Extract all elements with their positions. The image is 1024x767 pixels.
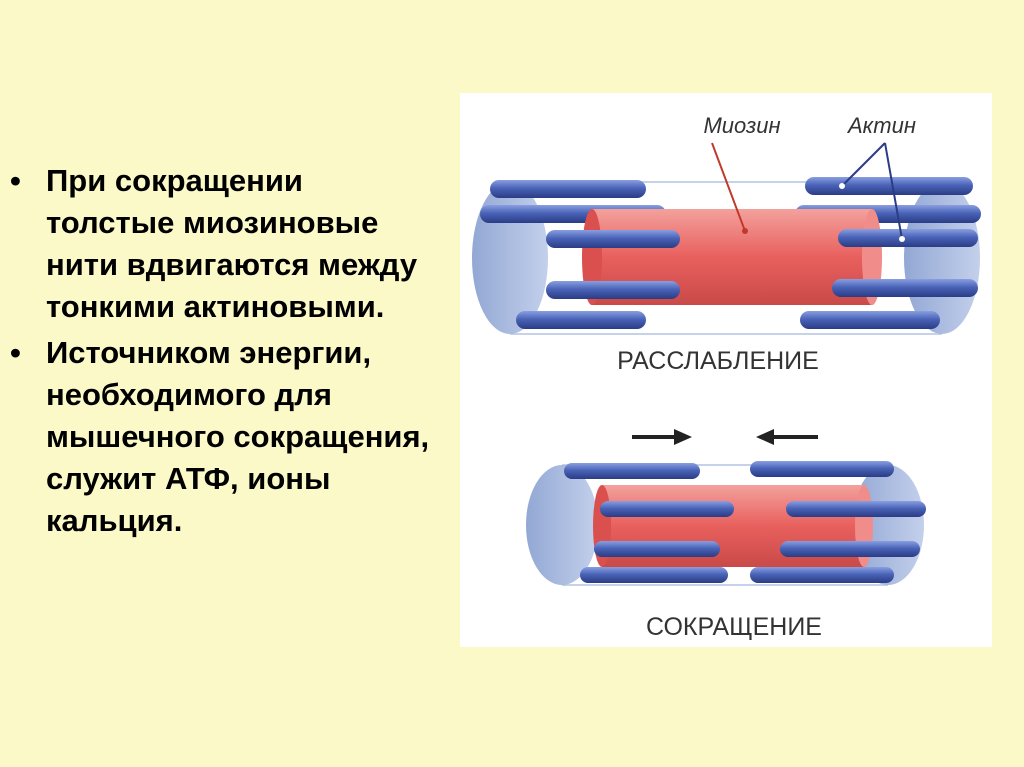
- caption-relaxed: РАССЛАБЛЕНИЕ: [617, 347, 819, 375]
- bullet-item-contraction: • При сокращении толстые миозиновые нити…: [10, 160, 430, 328]
- sarcomere-diagram: Миозин Актин РАССЛАБЛЕНИЕ: [472, 113, 981, 641]
- contracted-sarcomere: СОКРАЩЕНИЕ: [526, 461, 926, 641]
- label-actin: Актин: [846, 113, 916, 138]
- actin-filaments-contracted-front: [580, 501, 926, 583]
- label-myosin: Миозин: [703, 113, 780, 138]
- relaxed-sarcomere: Миозин Актин РАССЛАБЛЕНИЕ: [472, 113, 981, 375]
- caption-contracted: СОКРАЩЕНИЕ: [646, 613, 822, 641]
- bullet-marker: •: [10, 335, 21, 370]
- arrow-left-icon: [756, 429, 818, 445]
- label-pointers: [711, 142, 746, 232]
- actin-filaments-relaxed-front: [516, 229, 978, 329]
- bullet-list: • При сокращении толстые миозиновые нити…: [10, 160, 430, 546]
- bullet-item-energy: • Источником энергии, необходимого для м…: [10, 332, 430, 542]
- sarcomere-figure: Миозин Актин РАССЛАБЛЕНИЕ: [460, 93, 992, 647]
- contraction-arrows: [632, 429, 818, 445]
- arrow-right-icon: [632, 429, 692, 445]
- bullet-text: Источником энергии, необходимого для мыш…: [46, 335, 430, 538]
- bullet-text: При сокращении толстые миозиновые нити в…: [46, 163, 418, 324]
- z-disc-left-contracted: [526, 465, 598, 585]
- bullet-marker: •: [10, 163, 21, 198]
- actin-filaments-contracted-back: [564, 461, 894, 479]
